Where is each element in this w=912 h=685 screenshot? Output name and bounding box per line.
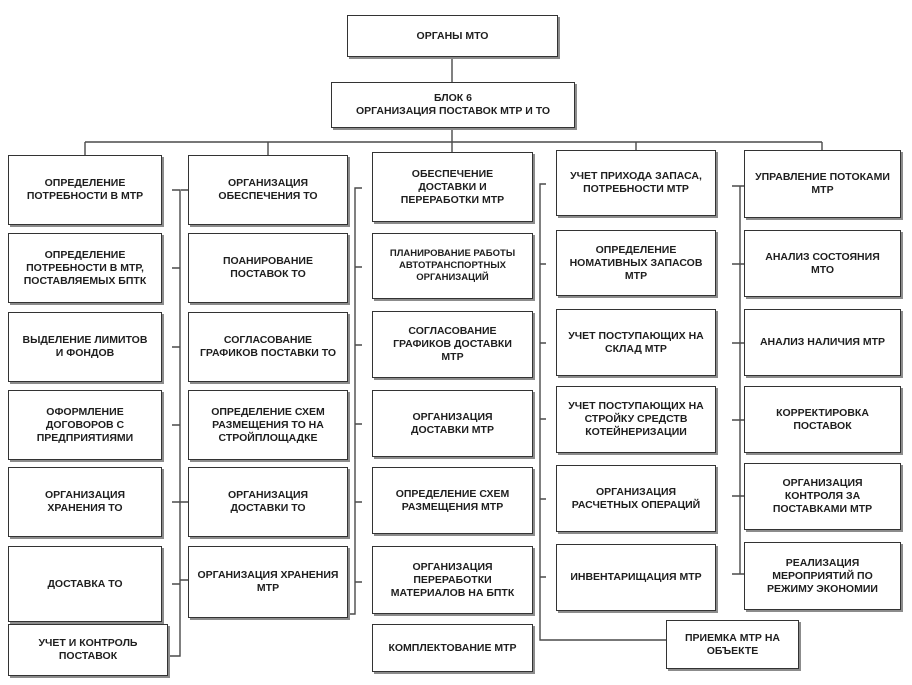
col5-item-box: АНАЛИЗ СОСТОЯНИЯ МТО (744, 230, 901, 297)
col4-item-box: ИНВЕНТАРИЩАЦИЯ МТР (556, 544, 716, 611)
col2-item-label: ОРГАНИЗАЦИЯ ДОСТАВКИ ТО (227, 489, 309, 514)
col3-item-box: СОГЛАСОВАНИЕ ГРАФИКОВ ДОСТАВКИ МТР (372, 311, 533, 378)
col1-item-label: УЧЕТ И КОНТРОЛЬ ПОСТАВОК (38, 637, 138, 662)
col2-header-label: ОРГАНИЗАЦИЯ ОБЕСПЕЧЕНИЯ ТО (218, 177, 318, 202)
col1-item-box: ДОСТАВКА ТО (8, 546, 162, 622)
col5-item-label: ОРГАНИЗАЦИЯ КОНТРОЛЯ ЗА ПОСТАВКАМИ МТР (772, 477, 873, 515)
col2-item-label: СОГЛАСОВАНИЕ ГРАФИКОВ ПОСТАВКИ ТО (199, 334, 337, 359)
col4-item-box: ОРГАНИЗАЦИЯ РАСЧЕТНЫХ ОПЕРАЦИЙ (556, 465, 716, 532)
col2-item-label: ПОАНИРОВАНИЕ ПОСТАВОК ТО (223, 255, 313, 280)
col3-item-label: ОПРЕДЕЛЕНИЕ СХЕМ РАЗМЕЩЕНИЯ МТР (395, 487, 510, 513)
col5-item-box: ОРГАНИЗАЦИЯ КОНТРОЛЯ ЗА ПОСТАВКАМИ МТР (744, 463, 901, 530)
col2-item-label: ОРГАНИЗАЦИЯ ХРАНЕНИЯ МТР (197, 569, 339, 594)
col3-item-label: ОРГАНИЗАЦИЯ ПЕРЕРАБОТКИ МАТЕРИАЛОВ НА БП… (390, 560, 515, 599)
col4-item-label: ИНВЕНТАРИЩАЦИЯ МТР (570, 571, 702, 583)
col1-header-box: ОПРЕДЕЛЕНИЕ ПОТРЕБНОСТИ В МТР (8, 155, 162, 225)
col1-header-label: ОПРЕДЕЛЕНИЕ ПОТРЕБНОСТИ В МТР (26, 177, 144, 202)
col4-header-box: УЧЕТ ПРИХОДА ЗАПАСА, ПОТРЕБНОСТИ МТР (556, 150, 716, 216)
col5-item-label: РЕАЛИЗАЦИЯ МЕРОПРИЯТИЙ ПО РЕЖИМУ ЭКОНОМИ… (767, 556, 878, 595)
col5-item-label: КОРРЕКТИРОВКА ПОСТАВОК (776, 406, 869, 432)
col1-item-label: ОФОРМЛЕНИЕ ДОГОВОРОВ С ПРЕДПРИЯТИЯМИ (36, 405, 134, 444)
col2-item-box: ПОАНИРОВАНИЕ ПОСТАВОК ТО (188, 233, 348, 303)
col4-header-label: УЧЕТ ПРИХОДА ЗАПАСА, ПОТРЕБНОСТИ МТР (570, 170, 702, 195)
col5-header-label: УПРАВЛЕНИЕ ПОТОКАМИ МТР (755, 171, 890, 196)
col3-header-box: ОБЕСПЕЧЕНИЕ ДОСТАВКИ И ПЕРЕРАБОТКИ МТР (372, 152, 533, 222)
col4-item-label: УЧЕТ ПОСТУПАЮЩИХ НА СТРОЙКУ СРЕДСТВ КОТЕ… (568, 400, 704, 438)
col2-item-box: ОРГАНИЗАЦИЯ ХРАНЕНИЯ МТР (188, 546, 348, 618)
col4-item-label: ОПРЕДЕЛЕНИЕ НОМАТИВНЫХ ЗАПАСОВ МТР (569, 243, 703, 282)
col3-item-box: ОПРЕДЕЛЕНИЕ СХЕМ РАЗМЕЩЕНИЯ МТР (372, 467, 533, 534)
col3-item-box: ОРГАНИЗАЦИЯ ДОСТАВКИ МТР (372, 390, 533, 457)
block-box: БЛОК 6 ОРГАНИЗАЦИЯ ПОСТАВОК МТР И ТО (331, 82, 575, 128)
col5-item-box: АНАЛИЗ НАЛИЧИЯ МТР (744, 309, 901, 376)
col3-item-label: КОМПЛЕКТОВАНИЕ МТР (388, 641, 517, 654)
col3-item-box: КОМПЛЕКТОВАНИЕ МТР (372, 624, 533, 672)
col1-item-label: ВЫДЕЛЕНИЕ ЛИМИТОВ И ФОНДОВ (22, 334, 148, 359)
col4-item-box: УЧЕТ ПОСТУПАЮЩИХ НА СТРОЙКУ СРЕДСТВ КОТЕ… (556, 386, 716, 453)
col1-item-label: ОРГАНИЗАЦИЯ ХРАНЕНИЯ ТО (44, 489, 126, 514)
col4-item-label: УЧЕТ ПОСТУПАЮЩИХ НА СКЛАД МТР (568, 329, 704, 355)
col4-item-box: ПРИЕМКА МТР НА ОБЪЕКТЕ (666, 620, 799, 669)
col2-item-box: СОГЛАСОВАНИЕ ГРАФИКОВ ПОСТАВКИ ТО (188, 312, 348, 382)
col1-item-box: УЧЕТ И КОНТРОЛЬ ПОСТАВОК (8, 624, 168, 676)
col3-item-label: СОГЛАСОВАНИЕ ГРАФИКОВ ДОСТАВКИ МТР (393, 325, 512, 363)
col4-item-box: ОПРЕДЕЛЕНИЕ НОМАТИВНЫХ ЗАПАСОВ МТР (556, 230, 716, 296)
col3-item-box: ОРГАНИЗАЦИЯ ПЕРЕРАБОТКИ МАТЕРИАЛОВ НА БП… (372, 546, 533, 614)
col2-item-box: ОПРЕДЕЛЕНИЕ СХЕМ РАЗМЕЩЕНИЯ ТО НА СТРОЙП… (188, 390, 348, 460)
col5-item-box: КОРРЕКТИРОВКА ПОСТАВОК (744, 386, 901, 453)
col1-item-box: ВЫДЕЛЕНИЕ ЛИМИТОВ И ФОНДОВ (8, 312, 162, 382)
block-label: БЛОК 6 ОРГАНИЗАЦИЯ ПОСТАВОК МТР И ТО (355, 92, 551, 117)
root-box: ОРГАНЫ МТО (347, 15, 558, 57)
col3-item-label: ПЛАНИРОВАНИЕ РАБОТЫ АВТОТРАНСПОРТНЫХ ОРГ… (389, 248, 516, 283)
col5-item-label: АНАЛИЗ СОСТОЯНИЯ МТО (765, 250, 880, 276)
root-label: ОРГАНЫ МТО (416, 29, 489, 42)
col3-item-box: ПЛАНИРОВАНИЕ РАБОТЫ АВТОТРАНСПОРТНЫХ ОРГ… (372, 233, 533, 299)
col2-item-box: ОРГАНИЗАЦИЯ ДОСТАВКИ ТО (188, 467, 348, 537)
col2-header-box: ОРГАНИЗАЦИЯ ОБЕСПЕЧЕНИЯ ТО (188, 155, 348, 225)
col5-header-box: УПРАВЛЕНИЕ ПОТОКАМИ МТР (744, 150, 901, 218)
col3-item-label: ОРГАНИЗАЦИЯ ДОСТАВКИ МТР (411, 410, 494, 436)
col5-item-label: АНАЛИЗ НАЛИЧИЯ МТР (759, 336, 886, 348)
col5-item-box: РЕАЛИЗАЦИЯ МЕРОПРИЯТИЙ ПО РЕЖИМУ ЭКОНОМИ… (744, 542, 901, 610)
col1-item-box: ОПРЕДЕЛЕНИЕ ПОТРЕБНОСТИ В МТР, ПОСТАВЛЯЕ… (8, 233, 162, 303)
col2-item-label: ОПРЕДЕЛЕНИЕ СХЕМ РАЗМЕЩЕНИЯ ТО НА СТРОЙП… (211, 405, 325, 444)
col4-item-box: УЧЕТ ПОСТУПАЮЩИХ НА СКЛАД МТР (556, 309, 716, 376)
col4-item-label: ОРГАНИЗАЦИЯ РАСЧЕТНЫХ ОПЕРАЦИЙ (571, 485, 701, 511)
col1-item-box: ОРГАНИЗАЦИЯ ХРАНЕНИЯ ТО (8, 467, 162, 537)
col1-item-box: ОФОРМЛЕНИЕ ДОГОВОРОВ С ПРЕДПРИЯТИЯМИ (8, 390, 162, 460)
col1-item-label: ОПРЕДЕЛЕНИЕ ПОТРЕБНОСТИ В МТР, ПОСТАВЛЯЕ… (23, 248, 147, 287)
col3-header-label: ОБЕСПЕЧЕНИЕ ДОСТАВКИ И ПЕРЕРАБОТКИ МТР (400, 167, 505, 206)
col4-item-label: ПРИЕМКА МТР НА ОБЪЕКТЕ (684, 631, 780, 657)
col1-item-label: ДОСТАВКА ТО (47, 577, 123, 590)
